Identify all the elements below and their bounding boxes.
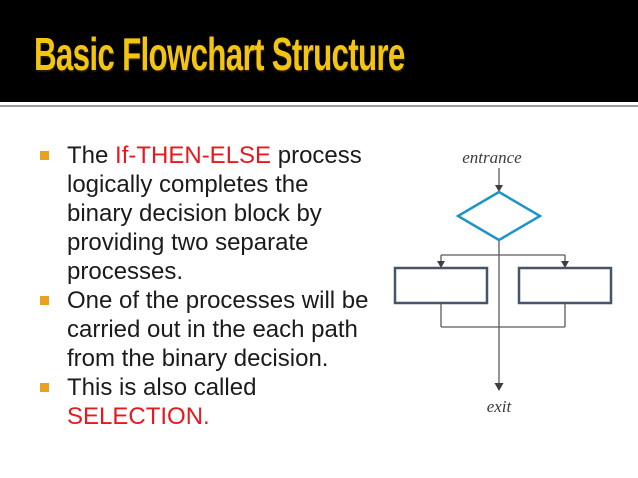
bullet-item: One of the processes will be carried out… (40, 286, 385, 373)
slide-header: Basic Flowchart Structure (0, 0, 638, 102)
bullet-list: The If-THEN-ELSE process logically compl… (40, 141, 385, 431)
bullet-text: This is also called SELECTION. (67, 373, 379, 431)
bullet-square-icon (40, 383, 49, 392)
bullet-square-icon (40, 151, 49, 160)
text-run: This is also called (67, 374, 257, 401)
text-run-red: SELECTION. (67, 403, 210, 430)
arrow-down-icon (561, 261, 569, 268)
bullet-item: The If-THEN-ELSE process logically compl… (40, 141, 385, 286)
exit-label: exit (487, 397, 513, 416)
flowchart-diagram: entrance exit (393, 148, 613, 416)
decision-diamond (455, 190, 543, 242)
arrow-down-icon (495, 185, 503, 192)
text-run: One of the processes will be carried out… (67, 287, 369, 372)
process-box-right (517, 266, 613, 305)
process-box-left (393, 266, 489, 305)
bullet-square-icon (40, 296, 49, 305)
entrance-label: entrance (462, 148, 522, 167)
text-run: process logically completes the binary d… (67, 142, 362, 285)
arrow-down-icon (494, 383, 504, 391)
arrow-down-icon (437, 261, 445, 268)
slide-title: Basic Flowchart Structure (34, 28, 405, 80)
header-divider (0, 102, 638, 105)
text-run-red: If-THEN-ELSE (115, 142, 272, 169)
header-divider-line (0, 105, 638, 107)
bullet-text: The If-THEN-ELSE process logically compl… (67, 141, 379, 286)
text-run: The (67, 142, 116, 169)
bullet-text: One of the processes will be carried out… (67, 286, 379, 373)
bullet-item: This is also called SELECTION. (40, 373, 385, 431)
